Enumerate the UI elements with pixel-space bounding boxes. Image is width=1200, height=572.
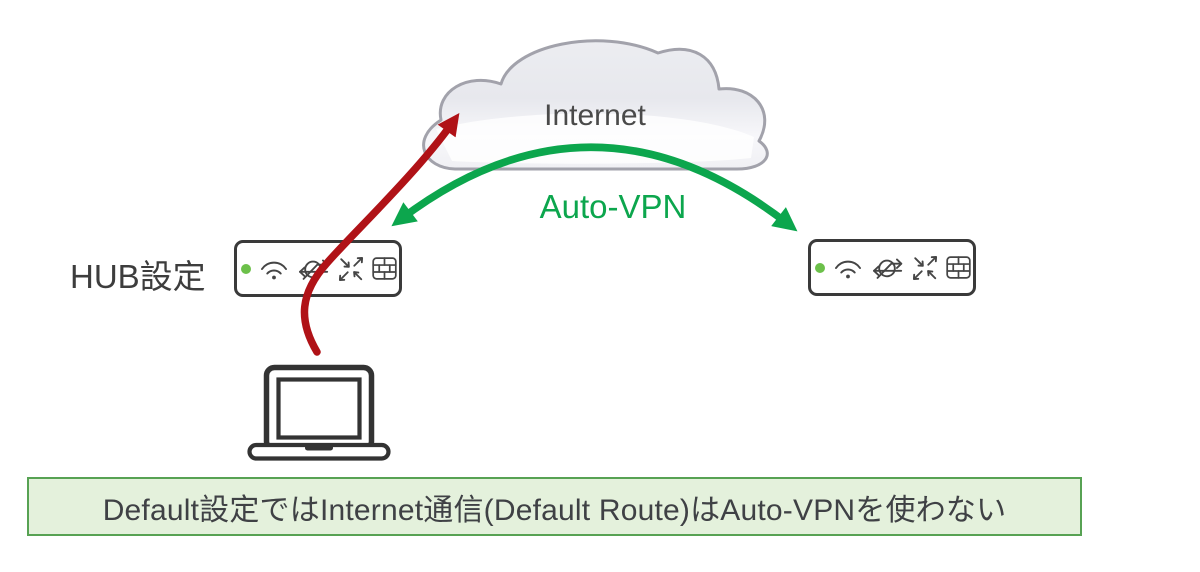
hub-config-label: HUB設定 bbox=[70, 258, 206, 295]
note-banner: Default設定ではInternet通信(Default Route)はAut… bbox=[27, 477, 1082, 536]
note-banner-text: Default設定ではInternet通信(Default Route)はAut… bbox=[102, 493, 1007, 527]
routing-arrows-icon bbox=[912, 255, 937, 280]
wifi-icon bbox=[260, 261, 287, 280]
status-led-icon bbox=[814, 262, 825, 273]
traffic-shaping-icon bbox=[872, 258, 902, 279]
routing-arrows-icon bbox=[338, 256, 363, 281]
hub-appliance bbox=[234, 240, 402, 297]
laptop-notch bbox=[305, 445, 333, 451]
internet-route-arrow bbox=[300, 113, 460, 356]
wifi-icon bbox=[834, 260, 861, 279]
firewall-icon bbox=[371, 257, 397, 280]
traffic-shaping-icon bbox=[298, 259, 328, 280]
internet-label: Internet bbox=[544, 99, 646, 132]
spoke-appliance bbox=[808, 239, 976, 296]
laptop-icon bbox=[247, 364, 391, 461]
status-led-icon bbox=[240, 263, 251, 274]
auto-vpn-label: Auto-VPN bbox=[539, 188, 687, 225]
firewall-icon bbox=[945, 256, 971, 279]
